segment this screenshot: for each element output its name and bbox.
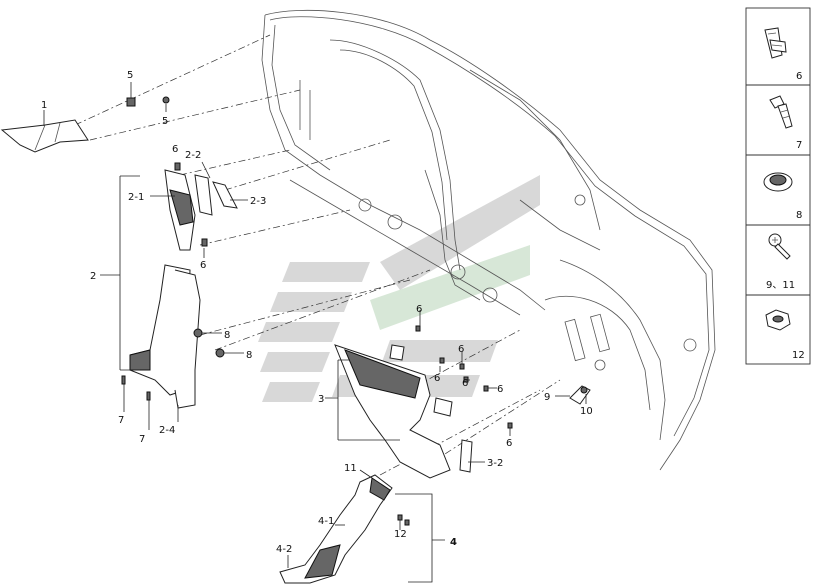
label-4: 4 [450,537,457,548]
label-5: 5 [127,70,133,81]
leader-lines [43,82,587,583]
legend-label-9-11: 9、11 [766,280,795,291]
label-3-2: 3-2 [487,458,503,469]
label-6c: 6 [416,304,422,315]
vehicle-body-outline [261,9,716,471]
bolt-icon [768,233,791,260]
label-6f: 6 [462,378,468,389]
label-2: 2 [90,271,96,282]
label-8a: 8 [224,330,230,341]
label-1: 1 [41,100,47,111]
label-7a: 7 [118,415,124,426]
clip-icon [764,27,787,59]
label-6a: 6 [172,144,178,155]
label-4-1: 4-1 [318,516,334,527]
nut-icon [765,309,791,331]
label-2-2: 2-2 [185,150,201,161]
legend-label-8: 8 [796,210,802,221]
legend-label-6: 6 [796,71,802,82]
legend-label-7: 7 [796,140,802,151]
grommet-icon [763,172,793,192]
label-11: 11 [344,463,357,474]
fasteners [121,96,591,526]
label-8b: 8 [246,350,252,361]
label-6b: 6 [200,260,206,271]
part-2-pillar-trim [129,169,238,409]
part-1-trim [0,119,89,153]
label-6d: 6 [458,344,464,355]
label-5b: 5 [162,116,168,127]
label-4-2: 4-2 [276,544,292,555]
label-6e: 6 [434,373,440,384]
label-2-3: 2-3 [250,196,266,207]
label-7b: 7 [139,434,145,445]
label-12: 12 [394,529,407,540]
assembly-leaders [74,34,561,476]
label-6g: 6 [497,384,503,395]
label-9: 9 [544,392,550,403]
callout-labels: 1 5 5 2 2-1 2-2 2-3 2-4 6 6 8 8 7 7 3 6 … [41,70,593,555]
label-3: 3 [318,394,324,405]
fastener-legend: 6 7 8 9、11 12 [745,7,811,365]
label-6h: 6 [506,438,512,449]
part-4-lower-trim [279,474,393,584]
part-3-quarter-trim [334,344,473,479]
legend-label-12: 12 [792,350,805,361]
label-2-4: 2-4 [159,425,175,436]
screw-icon [769,95,793,129]
label-10: 10 [580,406,593,417]
label-2-1: 2-1 [128,192,144,203]
